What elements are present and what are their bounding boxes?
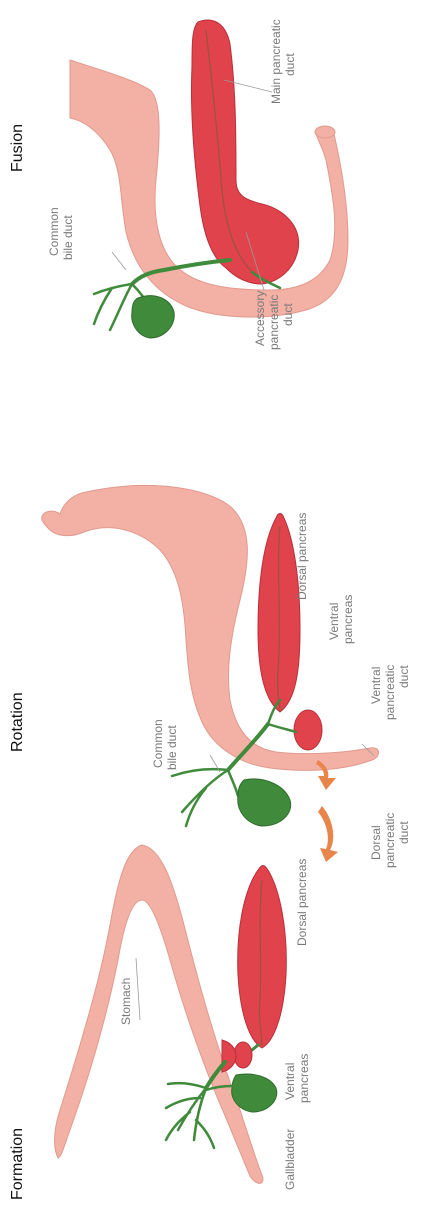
rotation-common-bile-duct-label-2: bile duct — [165, 725, 179, 770]
fusion-common-bile-duct-leader — [112, 252, 126, 270]
ventral-bud-neck — [222, 1040, 236, 1072]
fusion-common-bile-duct-label-2: bile duct — [61, 215, 75, 260]
rotation-title: Rotation — [9, 692, 26, 752]
formation-hepatic-branches — [166, 1083, 214, 1148]
fusion-title: Fusion — [9, 124, 26, 172]
fusion-common-bile-duct-label-1: Common — [47, 207, 61, 256]
stomach-label: Stomach — [119, 978, 133, 1025]
fusion-duodenum-opening — [315, 126, 335, 138]
ventral-pancreatic-duct-label-1: Ventral — [369, 667, 383, 704]
main-pancreatic-duct-label-1: Main pancreatic — [269, 19, 283, 104]
rotation-dorsal-pancreas-label: Dorsal pancreas — [295, 513, 309, 600]
ventral-pancreatic-duct-label-2: pancreatic — [383, 665, 397, 720]
dorsal-pancreas-label: Dorsal pancreas — [295, 859, 309, 946]
stomach-leader — [136, 958, 140, 1020]
formation-panel: Formation Stomach Dorsal pancreas Ventra… — [9, 845, 311, 1200]
dorsal-pancreas-bud — [238, 866, 287, 1049]
fusion-panel: Fusion Common bile duct Main pancreatic … — [9, 19, 348, 350]
fusion-gallbladder — [132, 296, 175, 338]
ventral-pancreas-bud — [234, 1042, 252, 1068]
rotation-gallbladder — [238, 779, 291, 826]
ventral-pancreatic-duct-label-3: duct — [397, 665, 411, 688]
rotation-common-bile-duct-label-1: Common — [151, 719, 165, 768]
rotation-hepatic-branches — [172, 769, 238, 826]
rotation-ventral-pancreas-label-1: Ventral — [327, 603, 341, 640]
accessory-duct-label-2: pancreatic — [267, 295, 281, 350]
dorsal-pancreatic-duct-label-1: Dorsal — [369, 825, 383, 860]
ventral-pancreas-label-1: Ventral — [283, 1063, 297, 1100]
gallbladder-label: Gallbladder — [283, 1129, 297, 1190]
dorsal-pancreatic-duct-label-3: duct — [397, 821, 411, 844]
ventral-pancreas-label-2: pancreas — [297, 1054, 311, 1103]
accessory-duct-label-1: Accessory — [253, 291, 267, 346]
formation-gallbladder — [232, 1074, 277, 1112]
accessory-duct-label-3: duct — [281, 303, 295, 326]
formation-title: Formation — [9, 1128, 26, 1200]
rotation-arrow-lower — [318, 806, 338, 862]
rotation-ventral-pancreas-label-2: pancreas — [341, 595, 355, 644]
main-pancreatic-duct-label-2: duct — [283, 53, 297, 76]
dorsal-pancreatic-duct-label-2: pancreatic — [383, 813, 397, 868]
rotation-ventral-pancreas — [294, 710, 322, 750]
rotation-panel: Rotation Dorsal pancreas Ventral pancrea… — [9, 485, 411, 868]
stomach-shape — [55, 845, 263, 1183]
